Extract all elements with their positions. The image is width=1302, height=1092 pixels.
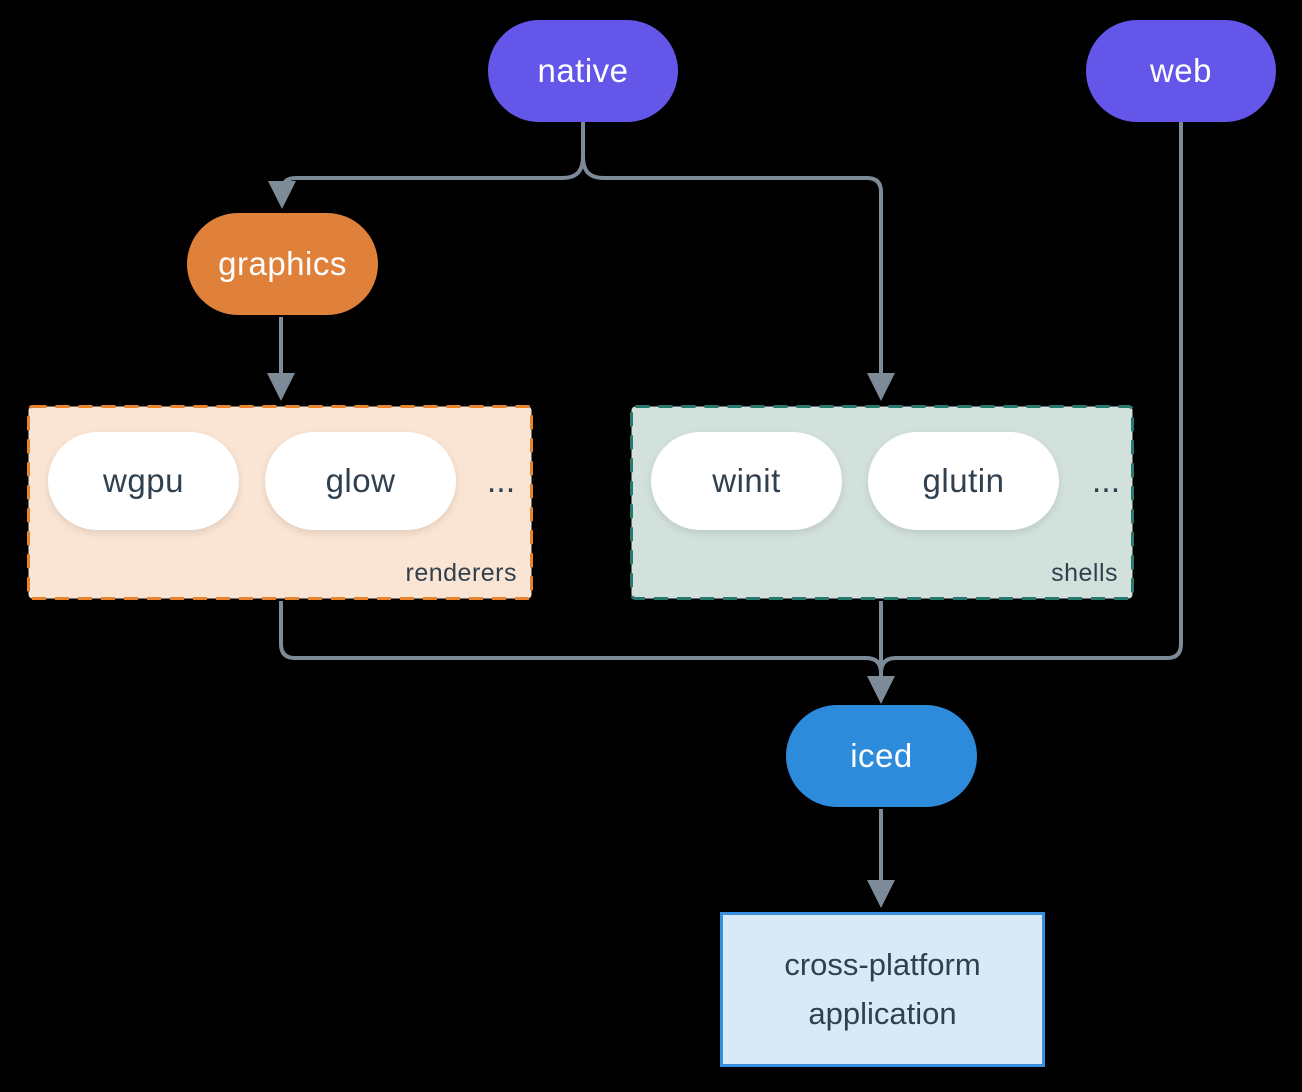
node-winit: winit <box>651 432 842 530</box>
node-web: web <box>1086 20 1276 122</box>
renderers-ellipsis: ... <box>486 461 516 500</box>
edge-native-to-shells <box>581 155 895 401</box>
node-glow: glow <box>265 432 456 530</box>
node-winit-label: winit <box>712 462 781 499</box>
node-app-label: cross-platform application <box>784 947 981 1031</box>
group-shells: winit glutin ... shells <box>630 405 1134 600</box>
shells-group-label: shells <box>1051 559 1118 587</box>
renderers-group-label: renderers <box>405 559 517 587</box>
node-native: native <box>488 20 678 122</box>
edge-renderers-to-iced <box>279 601 883 674</box>
group-renderers: wgpu glow ... renderers <box>27 405 533 600</box>
node-web-label: web <box>1149 52 1213 89</box>
node-glutin-label: glutin <box>922 462 1005 499</box>
node-graphics: graphics <box>187 213 378 315</box>
node-glow-label: glow <box>325 462 396 499</box>
edge-native-to-graphics <box>268 122 585 209</box>
shells-ellipsis: ... <box>1091 461 1121 500</box>
node-wgpu-label: wgpu <box>103 462 184 499</box>
node-wgpu: wgpu <box>48 432 239 530</box>
node-iced-label: iced <box>850 737 913 774</box>
node-glutin: glutin <box>868 432 1059 530</box>
node-graphics-label: graphics <box>218 245 347 282</box>
node-cross-platform-application: cross-platform application <box>720 912 1045 1067</box>
node-native-label: native <box>537 52 629 89</box>
node-iced: iced <box>786 705 977 807</box>
